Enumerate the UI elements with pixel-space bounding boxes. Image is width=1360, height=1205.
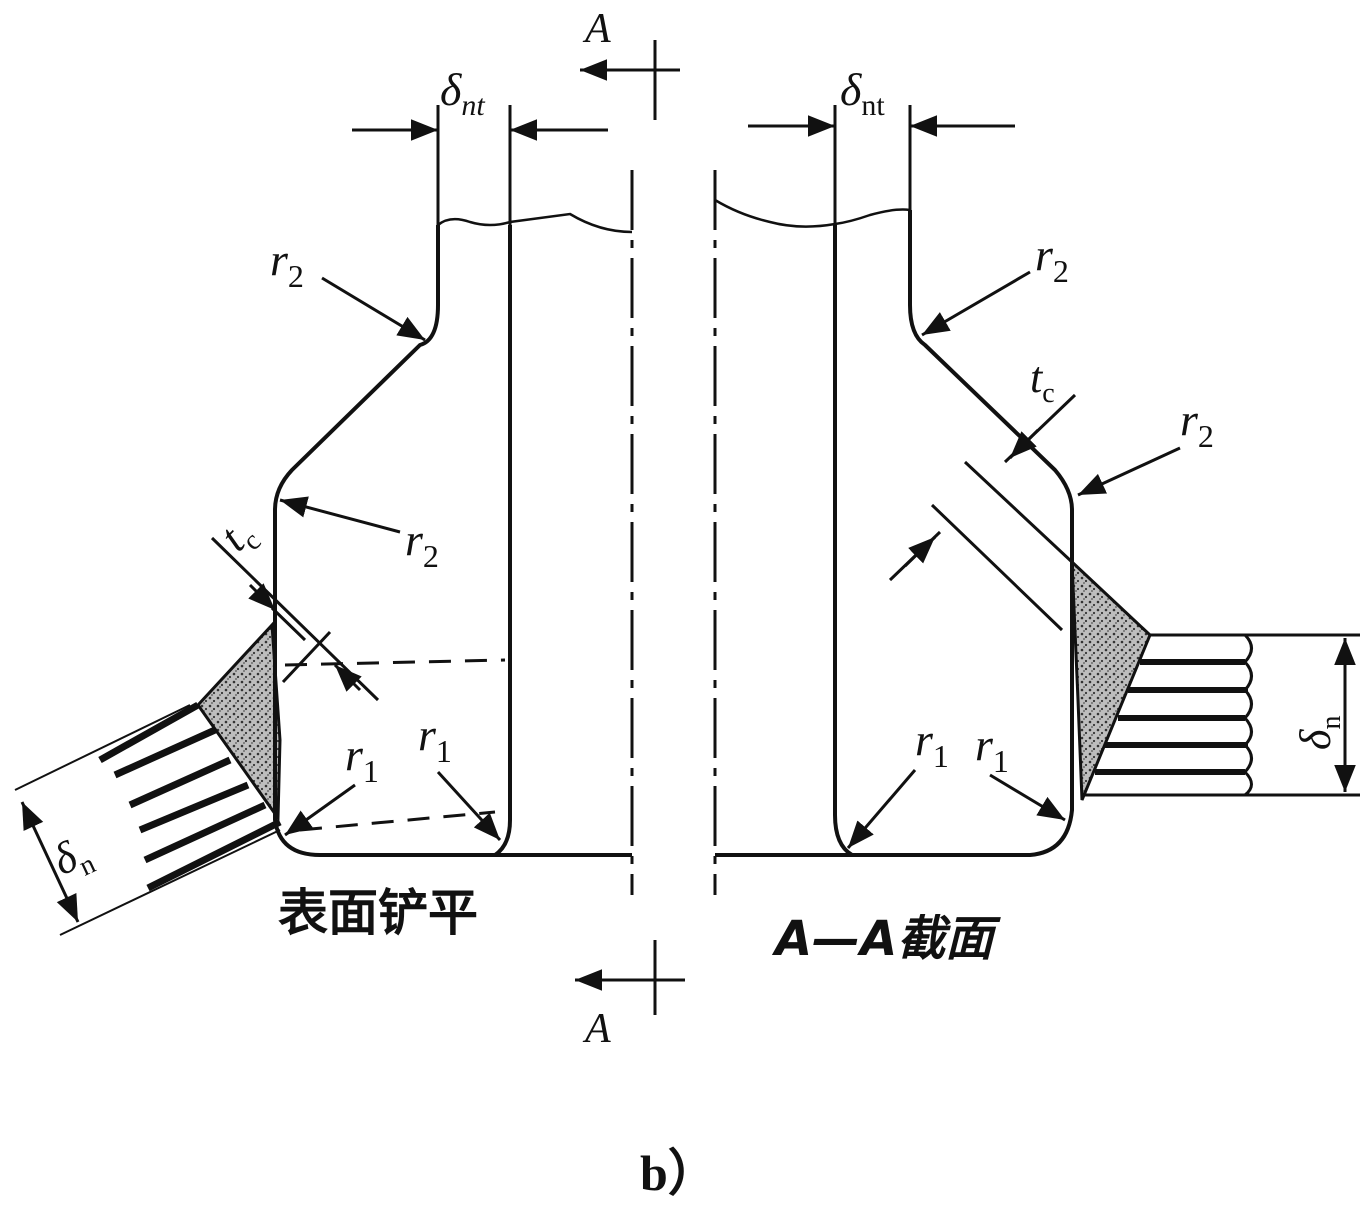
right-delta-nt-label: δnt — [840, 64, 885, 122]
figure-label: b） — [640, 1145, 718, 1200]
right-break-line — [714, 198, 911, 228]
left-view: δnt r2 r2 tc r1 r1 δn 表面铲平 — [14, 64, 634, 942]
right-bore-wall — [833, 225, 854, 857]
right-delta-n-label: δn — [1291, 716, 1347, 750]
left-delta-n-dimension — [20, 801, 80, 923]
right-tc-dimension — [888, 393, 1077, 632]
section-cut-line — [575, 40, 685, 1015]
left-tc-dimension — [210, 536, 380, 702]
right-r2-upper-label: r2 — [1035, 229, 1069, 289]
left-forging-outline — [273, 225, 632, 857]
right-weld-fill — [1070, 558, 1152, 801]
section-letter-bottom: A — [582, 1006, 611, 1052]
left-delta-nt-label: δnt — [440, 64, 485, 122]
section-letter-top: A — [582, 6, 611, 52]
left-break-line — [437, 212, 633, 234]
right-r1-left-label: r1 — [915, 714, 949, 774]
right-view-caption: A—A截面 — [771, 911, 1001, 967]
left-r1-left-label: r1 — [345, 729, 379, 789]
right-forging-outline — [715, 210, 1074, 857]
right-view: δnt r2 r2 tc r1 r1 δn A—A截面 — [713, 64, 1360, 967]
left-bore-wall — [493, 225, 512, 857]
left-delta-n-label: δn — [45, 826, 100, 891]
left-tc-label: tc — [210, 508, 267, 565]
right-r1-right-label: r1 — [975, 719, 1009, 779]
left-view-caption: 表面铲平 — [278, 884, 478, 942]
right-branch-pipe — [1085, 633, 1360, 797]
right-r2-lower-label: r2 — [1180, 394, 1214, 454]
right-tc-label: tc — [1030, 353, 1055, 409]
left-branch-pipe — [14, 701, 282, 936]
left-delta-nt-dimension — [352, 105, 608, 225]
left-r1-right-label: r1 — [418, 709, 452, 769]
left-r2-lower-label: r2 — [405, 514, 439, 574]
left-weld-fill — [196, 621, 282, 823]
right-delta-nt-dimension — [748, 105, 1015, 225]
left-r2-upper-label: r2 — [270, 234, 304, 294]
